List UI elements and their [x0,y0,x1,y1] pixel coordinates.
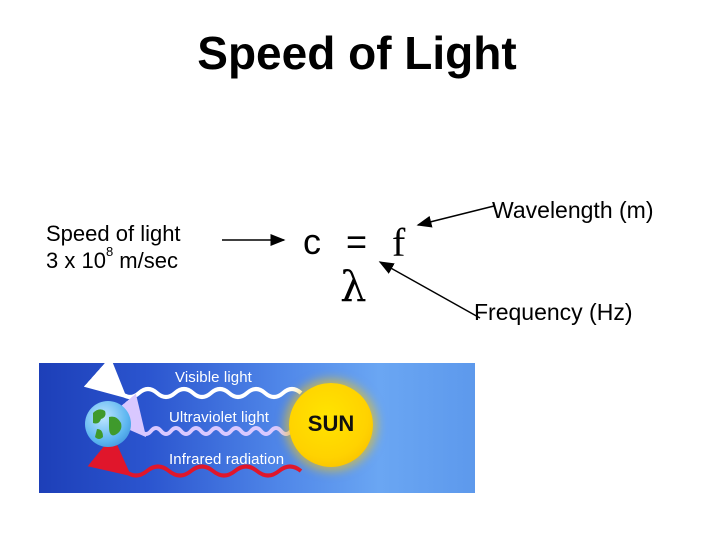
visible-light-wave [83,363,303,399]
equation-equals: = [346,221,368,262]
speed-label-line2: 3 x 108 m/sec [46,244,181,274]
sun-label: SUN [307,411,355,436]
speed-value-unit: m/sec [113,248,178,273]
visible-light-label: Visible light [175,369,252,386]
sun-icon: SUN [289,383,373,467]
equation-lambda: λ [340,262,367,311]
wavelength-label: Wavelength (m) [492,197,654,223]
ultraviolet-light-wave [105,393,303,438]
speed-value-base: 3 x 10 [46,248,106,273]
equation-c: c [303,221,321,262]
speed-value-exponent: 8 [105,244,114,259]
frequency-label: Frequency (Hz) [474,299,633,325]
wave-diagram [83,363,303,478]
earth-continents [93,409,122,439]
infrared-radiation-label: Infrared radiation [169,451,285,468]
radiation-banner: SUN Visible light Ultraviolet light Infr… [39,363,475,493]
equation-f: f [392,220,406,265]
speed-of-light-label: Speed of light 3 x 108 m/sec [46,220,181,274]
arrow-wavelength-to-lambda [416,205,495,228]
ultraviolet-light-label: Ultraviolet light [169,409,270,426]
speed-label-line1: Speed of light [46,221,181,246]
slide-title: Speed of Light [197,27,517,79]
earth-icon [85,401,131,447]
infrared-radiation-wave [87,435,303,478]
arrow-frequency-to-f [378,261,481,319]
